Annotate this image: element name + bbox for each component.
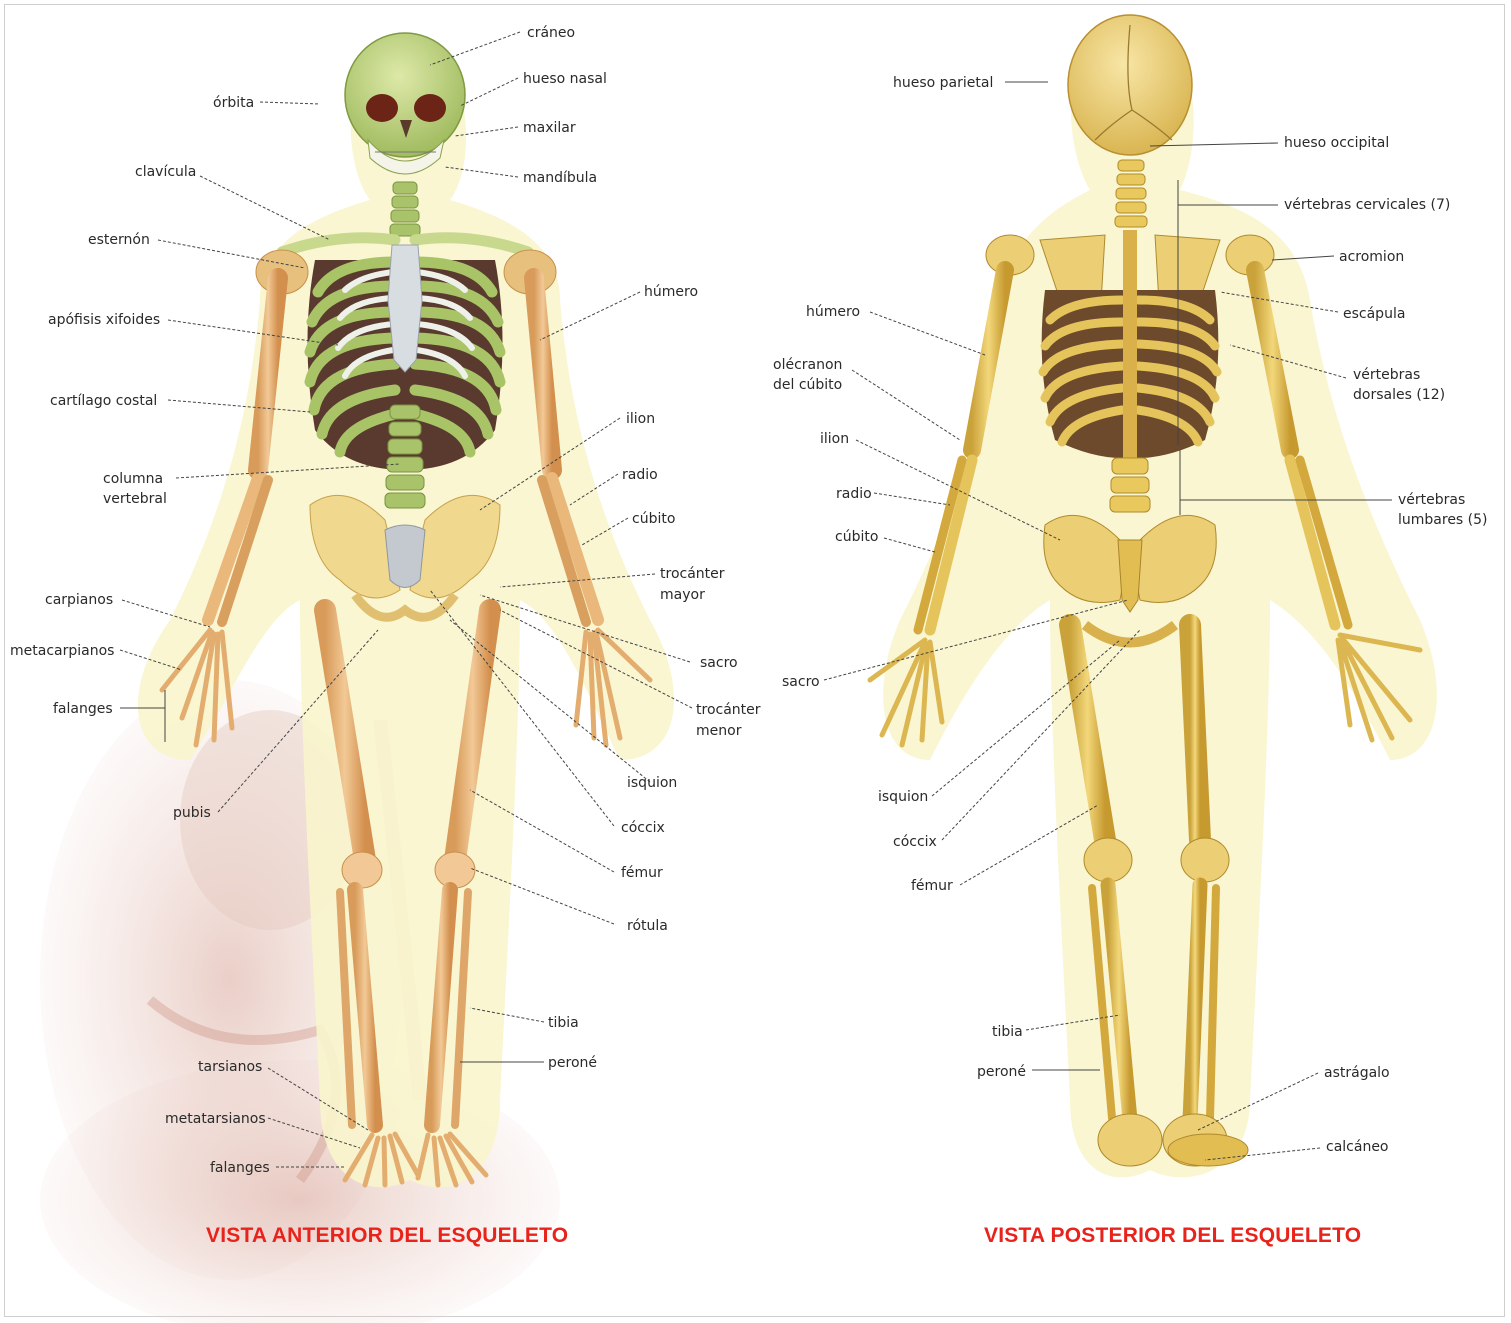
- label-trocanter-mayor-line2: mayor: [660, 587, 705, 603]
- label-olecranon: olécranon: [773, 357, 842, 373]
- label-falanges-pie: falanges: [210, 1160, 270, 1176]
- label-columna-vertebral-line2: vertebral: [103, 491, 167, 507]
- label-mandibula: mandíbula: [523, 170, 597, 186]
- label-trocanter-menor-line2: menor: [696, 723, 742, 739]
- label-perone-posterior: peroné: [977, 1064, 1026, 1080]
- label-cartilago-costal: cartílago costal: [50, 393, 157, 409]
- label-metacarpianos: metacarpianos: [10, 643, 114, 659]
- label-trocanter-menor: trocánter: [696, 702, 761, 718]
- label-humero-anterior: húmero: [644, 284, 698, 300]
- label-maxilar: maxilar: [523, 120, 576, 136]
- label-craneo: cráneo: [527, 25, 575, 41]
- label-olecranon-line2: del cúbito: [773, 377, 842, 393]
- caption-anterior-view: VISTA ANTERIOR DEL ESQUELETO: [206, 1224, 568, 1248]
- label-vertebras-lumbares-line2: lumbares (5): [1398, 512, 1488, 528]
- label-sacro-posterior: sacro: [782, 674, 820, 690]
- label-columna-vertebral: columna: [103, 471, 163, 487]
- label-tibia-posterior: tibia: [992, 1024, 1023, 1040]
- label-calcaneo: calcáneo: [1326, 1139, 1389, 1155]
- label-esternon: esternón: [88, 232, 150, 248]
- label-vertebras-dorsales: vértebras: [1353, 367, 1420, 383]
- label-cubito-posterior: cúbito: [835, 529, 878, 545]
- label-vertebras-cervicales: vértebras cervicales (7): [1284, 197, 1450, 213]
- label-cubito-anterior: cúbito: [632, 511, 675, 527]
- label-humero-posterior: húmero: [806, 304, 860, 320]
- label-ilion-posterior: ilion: [820, 431, 849, 447]
- label-apofisis-xifoides: apófisis xifoides: [48, 312, 160, 328]
- label-tibia-anterior: tibia: [548, 1015, 579, 1031]
- label-radio-anterior: radio: [622, 467, 658, 483]
- label-rotula: rótula: [627, 918, 668, 934]
- label-trocanter-mayor: trocánter: [660, 566, 725, 582]
- label-vertebras-lumbares: vértebras: [1398, 492, 1465, 508]
- label-clavicula: clavícula: [135, 164, 196, 180]
- label-sacro-anterior: sacro: [700, 655, 738, 671]
- label-falanges-mano: falanges: [53, 701, 113, 717]
- label-metatarsianos: metatarsianos: [165, 1111, 266, 1127]
- label-hueso-nasal: hueso nasal: [523, 71, 607, 87]
- label-acromion: acromion: [1339, 249, 1404, 265]
- label-astragalo: astrágalo: [1324, 1065, 1390, 1081]
- label-carpianos: carpianos: [45, 592, 113, 608]
- label-orbita: órbita: [213, 95, 254, 111]
- label-coccix-posterior: cóccix: [893, 834, 937, 850]
- label-femur-anterior: fémur: [621, 865, 663, 881]
- caption-posterior-view: VISTA POSTERIOR DEL ESQUELETO: [984, 1224, 1361, 1248]
- label-vertebras-dorsales-line2: dorsales (12): [1353, 387, 1445, 403]
- label-isquion-anterior: isquion: [627, 775, 677, 791]
- anterior-skull: [345, 33, 465, 157]
- label-escapula: escápula: [1343, 306, 1405, 322]
- label-hueso-parietal: hueso parietal: [893, 75, 993, 91]
- label-pubis: pubis: [173, 805, 211, 821]
- posterior-skeleton: [870, 15, 1437, 1177]
- label-radio-posterior: radio: [836, 486, 872, 502]
- label-ilion-anterior: ilion: [626, 411, 655, 427]
- label-tarsianos: tarsianos: [198, 1059, 262, 1075]
- label-femur-posterior: fémur: [911, 878, 953, 894]
- posterior-skull: [1068, 15, 1192, 155]
- label-hueso-occipital: hueso occipital: [1284, 135, 1389, 151]
- label-coccix-anterior: cóccix: [621, 820, 665, 836]
- label-perone-anterior: peroné: [548, 1055, 597, 1071]
- label-isquion-posterior: isquion: [878, 789, 928, 805]
